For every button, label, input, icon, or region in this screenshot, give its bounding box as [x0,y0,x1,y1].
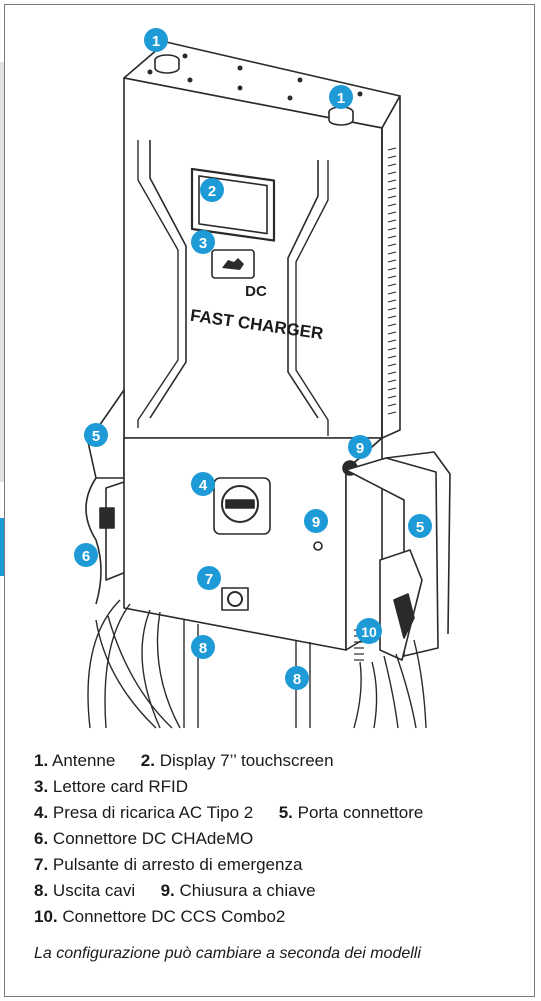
legend-text: Chiusura a chiave [179,881,316,900]
configuration-note: La configurazione può cambiare a seconda… [34,945,421,962]
legend-row-2: 3. Lettore card RFID [34,774,514,800]
legend-num: 9. [160,881,175,900]
legend-num: 7. [34,855,49,874]
callout-5-right-holder: 5 [408,514,432,538]
callout-8-cable-right: 8 [285,666,309,690]
legend-num: 5. [278,803,293,822]
legend-text: Pulsante di arresto di emergenza [52,855,303,874]
legend-text: Uscita cavi [52,881,136,900]
legend-num: 10. [34,907,58,926]
legend-row-5: 7. Pulsante di arresto di emergenza [34,852,514,878]
legend-row-4: 6. Connettore DC CHAdeMO [34,826,514,852]
svg-text:5: 5 [416,519,424,536]
legend-row-3: 4. Presa di ricarica AC Tipo 2 5. Porta … [34,800,514,826]
legend-text: Presa di ricarica AC Tipo 2 [52,803,254,822]
charger-diagram: DC FAST CHARGER 1 1 2 3 4 5 5 6 7 8 [74,28,451,729]
svg-text:8: 8 [199,640,207,657]
legend-num: 4. [34,803,49,822]
svg-text:7: 7 [205,571,213,588]
svg-text:10: 10 [361,624,377,640]
callout-7-emergency-stop: 7 [197,566,221,590]
callout-3-rfid: 3 [191,230,215,254]
svg-text:9: 9 [312,514,320,531]
svg-text:9: 9 [356,440,364,457]
figure-frame [4,4,535,997]
callout-5-left-holder: 5 [84,423,108,447]
callout-9-lock-top: 9 [348,435,372,459]
callout-2-display: 2 [200,178,224,202]
legend-text: Antenne [51,751,116,770]
svg-text:5: 5 [92,428,100,445]
upper-cabinet [123,41,401,439]
legend-num: 2. [140,751,155,770]
callout-9-lock-front: 9 [304,509,328,533]
svg-text:6: 6 [82,548,90,565]
legend-row-1: 1. Antenne 2. Display 7’’ touchscreen [34,748,514,774]
side-decoration-gray [0,62,4,482]
legend-row-6: 8. Uscita cavi 9. Chiusura a chiave [34,878,514,904]
legend-text: Connettore DC CHAdeMO [52,829,254,848]
legend-num: 3. [34,777,49,796]
svg-text:3: 3 [199,235,207,252]
svg-text:1: 1 [337,90,345,107]
legend-row-7: 10. Connettore DC CCS Combo2 [34,904,514,930]
svg-text:4: 4 [199,477,208,494]
callout-4-ac-socket: 4 [191,472,215,496]
callout-8-cable-left: 8 [191,635,215,659]
legend-num: 8. [34,881,49,900]
callout-6-chademo: 6 [74,543,98,567]
callout-10-ccs: 10 [356,618,382,644]
svg-text:8: 8 [293,671,301,688]
callout-1-top-right: 1 [329,85,353,109]
device-label-line1: DC [245,283,267,300]
legend: 1. Antenne 2. Display 7’’ touchscreen 3.… [34,748,514,930]
legend-text: Display 7’’ touchscreen [159,751,334,770]
legend-text: Porta connettore [297,803,424,822]
side-decoration-blue [0,518,4,576]
callout-1-top-left: 1 [144,28,168,52]
legend-num: 1. [34,751,49,770]
legend-text: Connettore DC CCS Combo2 [62,907,286,926]
svg-text:2: 2 [208,183,216,200]
svg-text:1: 1 [152,33,160,50]
legend-text: Lettore card RFID [52,777,189,796]
legend-num: 6. [34,829,49,848]
